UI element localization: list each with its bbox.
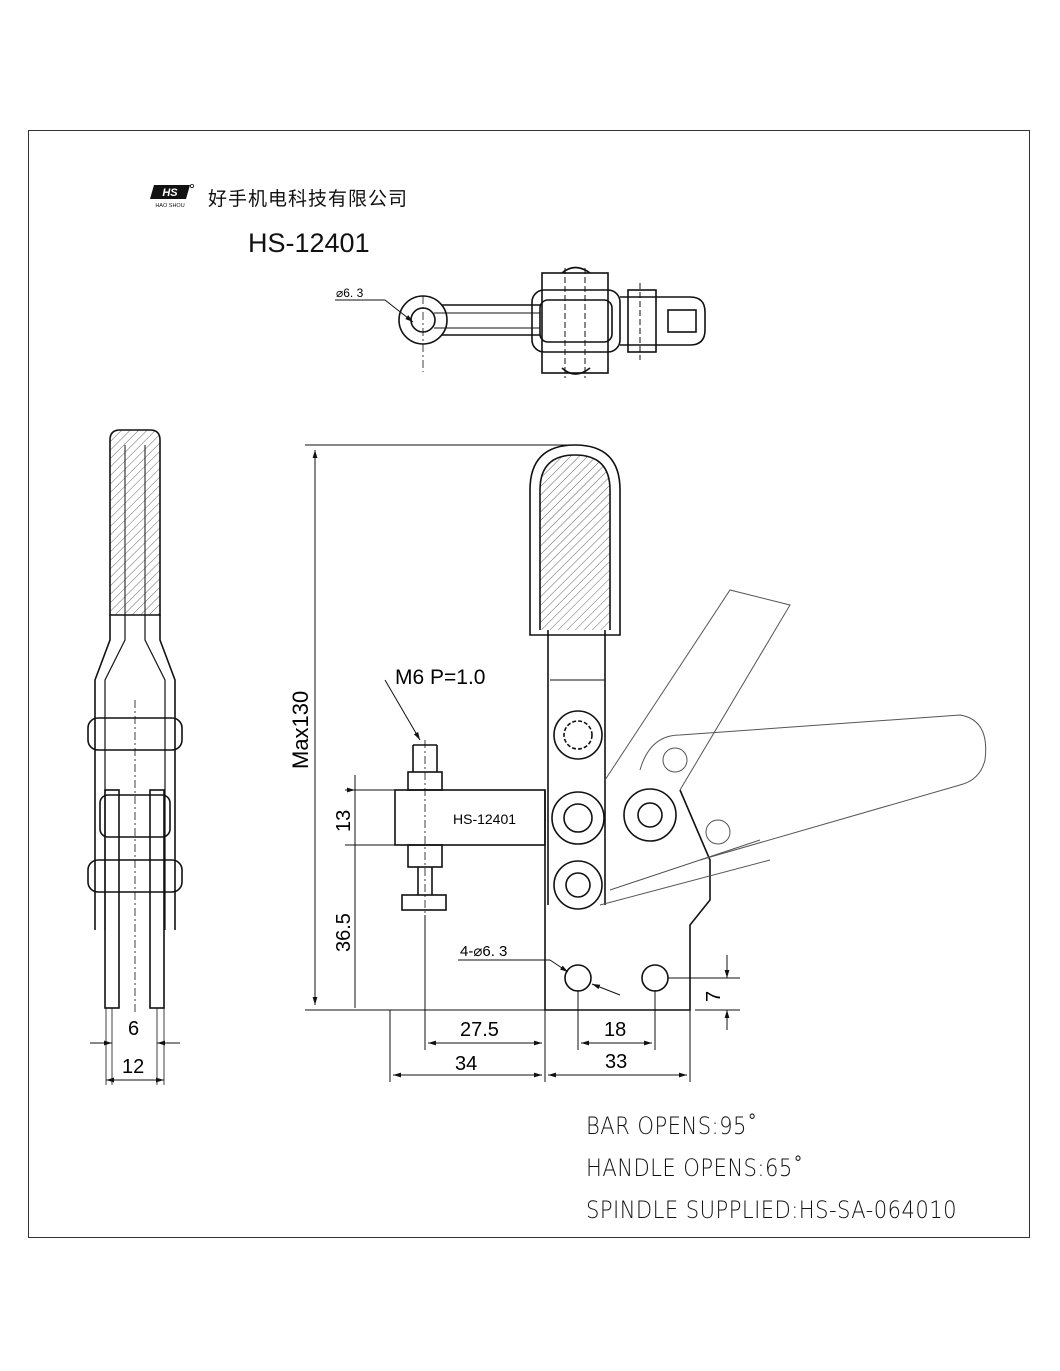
spec-notes: BAR OPENS:95˚ HANDLE OPENS:65˚ SPINDLE S… [586, 1105, 957, 1231]
front-view [305, 444, 987, 1082]
note-spindle: SPINDLE SUPPLIED:HS-SA-064010 [586, 1196, 958, 1224]
dim-13: 13 [333, 810, 355, 832]
dim-12: 12 [122, 1056, 144, 1078]
top-view [335, 266, 706, 378]
dim-thread: M6 P=1.0 [395, 666, 485, 689]
svg-text:HS: HS [162, 187, 178, 199]
side-view [87, 429, 183, 1085]
dim-holes: 4-⌀6. 3 [460, 943, 507, 960]
dim-7: 7 [703, 991, 725, 1002]
dim-33: 33 [605, 1051, 627, 1073]
dim-27-5: 27.5 [460, 1019, 499, 1041]
dim-34: 34 [455, 1053, 477, 1075]
dim-hole-top: ⌀6. 3 [336, 286, 364, 300]
dim-18: 18 [604, 1019, 626, 1041]
company-name: 好手机电科技有限公司 [208, 188, 409, 210]
model-number: HS-12401 [248, 228, 370, 258]
svg-text:HAO SHOU: HAO SHOU [155, 203, 184, 209]
drawing-frame [28, 130, 1030, 1238]
dim-max130: Max130 [288, 691, 313, 769]
dim-6: 6 [128, 1018, 139, 1040]
note-bar-opens: BAR OPENS:95˚ [586, 1112, 758, 1140]
dim-36-5: 36.5 [333, 913, 355, 952]
hs-logo: HS HAO SHOU [150, 184, 194, 209]
body-label: HS-12401 [453, 811, 516, 827]
note-handle-opens: HANDLE OPENS:65˚ [586, 1154, 804, 1182]
